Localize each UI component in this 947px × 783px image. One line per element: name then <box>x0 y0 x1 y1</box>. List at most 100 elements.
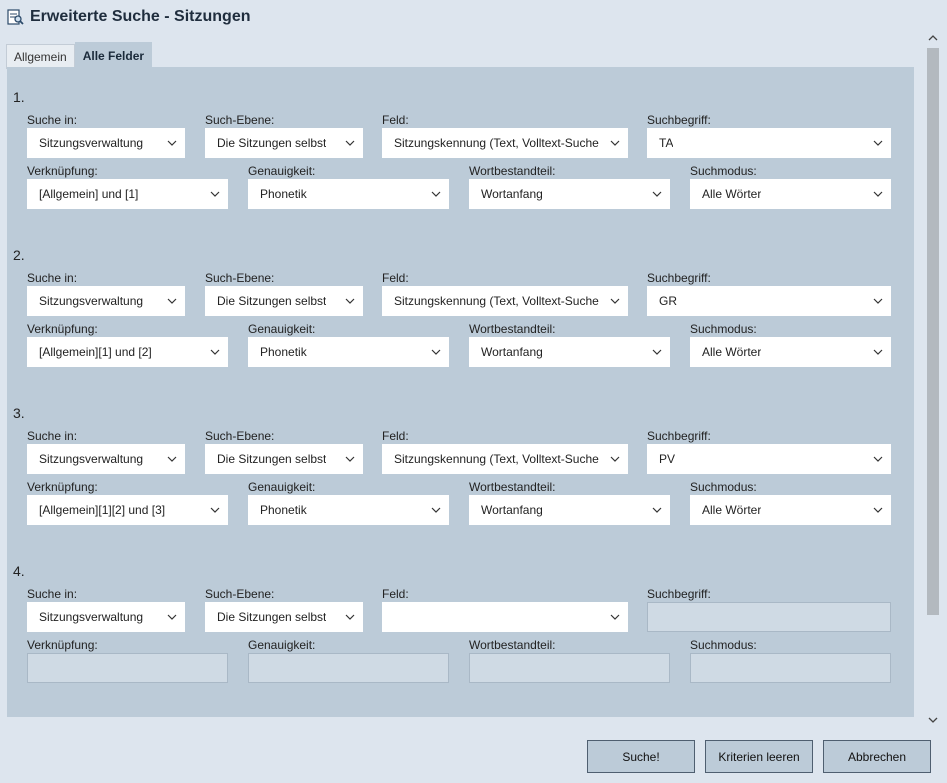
wortbestandteil-dropdown[interactable]: Wortanfang <box>469 495 670 525</box>
suche-in-value: Sitzungsverwaltung <box>39 294 144 308</box>
suche-in-label: Suche in: <box>27 429 78 443</box>
clear-criteria-button[interactable]: Kriterien leeren <box>705 740 813 773</box>
suchmodus-dropdown[interactable]: Alle Wörter <box>690 179 891 209</box>
chevron-down-icon <box>610 140 620 146</box>
suche-in-dropdown[interactable]: Sitzungsverwaltung <box>27 602 185 632</box>
suche-in-label: Suche in: <box>27 587 78 601</box>
feld-dropdown[interactable]: Sitzungskennung (Text, Volltext-Suche <box>382 286 628 316</box>
such-ebene-label: Such-Ebene: <box>205 113 275 127</box>
chevron-down-icon <box>610 298 620 304</box>
verknuepfung-value: [Allgemein][1] und [2] <box>39 345 152 359</box>
genauigkeit-dropdown[interactable]: Phonetik <box>248 337 449 367</box>
verknuepfung-label: Verknüpfung: <box>27 638 98 652</box>
chevron-down-icon <box>210 191 220 197</box>
feld-label: Feld: <box>382 429 409 443</box>
suchmodus-label: Suchmodus: <box>690 480 757 494</box>
chevron-down-icon <box>873 349 883 355</box>
suchmodus-label: Suchmodus: <box>690 322 757 336</box>
suche-in-dropdown[interactable]: Sitzungsverwaltung <box>27 128 185 158</box>
feld-label: Feld: <box>382 271 409 285</box>
suche-in-value: Sitzungsverwaltung <box>39 136 144 150</box>
such-ebene-dropdown[interactable]: Die Sitzungen selbst <box>205 444 363 474</box>
scroll-down-icon[interactable] <box>926 714 940 726</box>
suche-in-value: Sitzungsverwaltung <box>39 610 144 624</box>
feld-label: Feld: <box>382 587 409 601</box>
tab-strip: Allgemein Alle Felder <box>6 42 153 69</box>
such-ebene-dropdown[interactable]: Die Sitzungen selbst <box>205 128 363 158</box>
wortbestandteil-label: Wortbestandteil: <box>469 164 556 178</box>
criterion-number: 4. <box>13 563 25 579</box>
suchmodus-label: Suchmodus: <box>690 638 757 652</box>
verknuepfung-dropdown[interactable]: [Allgemein][1][2] und [3] <box>27 495 228 525</box>
search-button[interactable]: Suche! <box>587 740 695 773</box>
feld-dropdown[interactable]: Sitzungskennung (Text, Volltext-Suche <box>382 128 628 158</box>
wortbestandteil-dropdown[interactable]: Wortanfang <box>469 179 670 209</box>
scroll-up-icon[interactable] <box>926 32 940 44</box>
genauigkeit-label: Genauigkeit: <box>248 638 316 652</box>
chevron-down-icon <box>431 349 441 355</box>
chevron-down-icon <box>210 507 220 513</box>
wortbestandteil-value: Wortanfang <box>481 187 543 201</box>
feld-value: Sitzungskennung (Text, Volltext-Suche <box>394 136 599 150</box>
genauigkeit-dropdown <box>248 653 449 683</box>
such-ebene-value: Die Sitzungen selbst <box>217 136 327 150</box>
vertical-scrollbar[interactable] <box>924 32 942 728</box>
chevron-down-icon <box>431 507 441 513</box>
suchbegriff-label: Suchbegriff: <box>647 271 711 285</box>
chevron-down-icon <box>345 456 355 462</box>
wortbestandteil-dropdown[interactable]: Wortanfang <box>469 337 670 367</box>
tab-alle-felder[interactable]: Alle Felder <box>74 42 153 69</box>
suchmodus-dropdown[interactable]: Alle Wörter <box>690 495 891 525</box>
wortbestandteil-dropdown <box>469 653 670 683</box>
chevron-down-icon <box>873 191 883 197</box>
genauigkeit-label: Genauigkeit: <box>248 322 316 336</box>
genauigkeit-dropdown[interactable]: Phonetik <box>248 179 449 209</box>
chevron-down-icon <box>873 507 883 513</box>
genauigkeit-value: Phonetik <box>260 345 307 359</box>
wortbestandteil-label: Wortbestandteil: <box>469 322 556 336</box>
verknuepfung-dropdown[interactable]: [Allgemein] und [1] <box>27 179 228 209</box>
chevron-down-icon <box>345 614 355 620</box>
suche-in-dropdown[interactable]: Sitzungsverwaltung <box>27 286 185 316</box>
suchbegriff-dropdown[interactable]: GR <box>647 286 891 316</box>
verknuepfung-value: [Allgemein][1][2] und [3] <box>39 503 166 517</box>
title-bar: Erweiterte Suche - Sitzungen <box>0 0 947 34</box>
suchmodus-value: Alle Wörter <box>702 345 762 359</box>
chevron-down-icon <box>652 349 662 355</box>
genauigkeit-dropdown[interactable]: Phonetik <box>248 495 449 525</box>
chevron-down-icon <box>167 140 177 146</box>
suche-in-dropdown[interactable]: Sitzungsverwaltung <box>27 444 185 474</box>
suchbegriff-dropdown[interactable]: PV <box>647 444 891 474</box>
chevron-down-icon <box>873 140 883 146</box>
verknuepfung-dropdown[interactable]: [Allgemein][1] und [2] <box>27 337 228 367</box>
such-ebene-label: Such-Ebene: <box>205 271 275 285</box>
suche-in-label: Suche in: <box>27 271 78 285</box>
such-ebene-dropdown[interactable]: Die Sitzungen selbst <box>205 602 363 632</box>
such-ebene-value: Die Sitzungen selbst <box>217 452 327 466</box>
chevron-down-icon <box>167 614 177 620</box>
chevron-down-icon <box>652 191 662 197</box>
chevron-down-icon <box>610 456 620 462</box>
such-ebene-dropdown[interactable]: Die Sitzungen selbst <box>205 286 363 316</box>
criterion-number: 3. <box>13 405 25 421</box>
chevron-down-icon <box>873 456 883 462</box>
such-ebene-value: Die Sitzungen selbst <box>217 610 327 624</box>
verknuepfung-dropdown <box>27 653 228 683</box>
window-title: Erweiterte Suche - Sitzungen <box>30 8 251 25</box>
genauigkeit-label: Genauigkeit: <box>248 164 316 178</box>
suchbegriff-dropdown[interactable]: TA <box>647 128 891 158</box>
tab-allgemein[interactable]: Allgemein <box>6 44 75 69</box>
suchbegriff-dropdown <box>647 602 891 632</box>
cancel-button[interactable]: Abbrechen <box>823 740 931 773</box>
feld-dropdown[interactable]: Sitzungskennung (Text, Volltext-Suche <box>382 444 628 474</box>
suchbegriff-label: Suchbegriff: <box>647 587 711 601</box>
scrollbar-thumb[interactable] <box>927 48 939 615</box>
chevron-down-icon <box>873 298 883 304</box>
wortbestandteil-label: Wortbestandteil: <box>469 638 556 652</box>
chevron-down-icon <box>167 298 177 304</box>
feld-dropdown[interactable] <box>382 602 628 632</box>
suchmodus-value: Alle Wörter <box>702 187 762 201</box>
suchmodus-dropdown[interactable]: Alle Wörter <box>690 337 891 367</box>
